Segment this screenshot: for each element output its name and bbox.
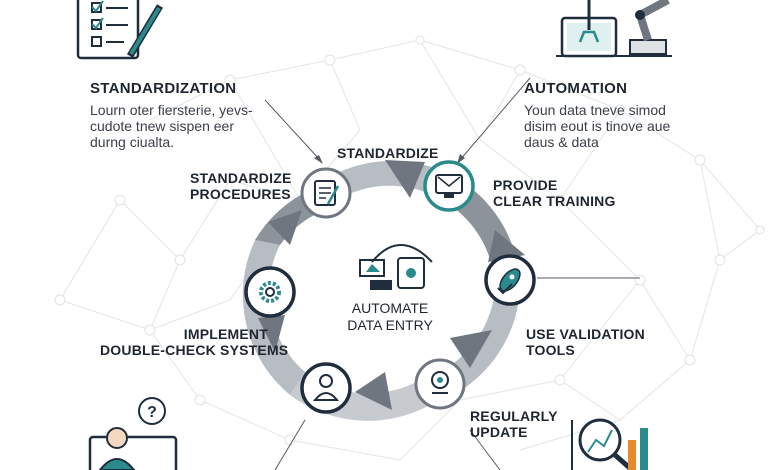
robot-arm-icon	[556, 0, 672, 58]
support-icon: ?	[88, 397, 178, 470]
step-regularly-update: REGULARLY UPDATE	[470, 408, 558, 440]
step-standardize-procedures: STANDARDIZE PROCEDURES	[190, 170, 292, 202]
connector-lines	[264, 77, 640, 470]
arrow-head-bottom	[355, 372, 392, 410]
automation-title: AUTOMATION	[524, 80, 628, 97]
node-update	[414, 358, 466, 410]
arrow-head-right	[488, 230, 525, 262]
step-standardize: STANDARDIZE	[337, 145, 439, 161]
arrow-head-top-left	[268, 210, 302, 245]
automation-description: Youn data tneve simod disim eout is tino…	[524, 102, 671, 150]
arrow-head-left	[258, 315, 285, 352]
step-validation-tools: USE VALIDATION TOOLS	[526, 326, 645, 358]
arrow-head-bottom-right	[450, 330, 492, 368]
node-people	[300, 362, 352, 414]
step-double-check: IMPLEMENT DOUBLE-CHECK SYSTEMS	[100, 326, 289, 358]
center-robot-icon	[359, 244, 433, 290]
checklist-icon	[76, 0, 164, 60]
node-validation	[484, 254, 536, 306]
center-label: AUTOMATE DATA ENTRY	[347, 300, 433, 333]
step-provide-training: PROVIDE CLEAR TRAINING	[493, 177, 616, 209]
node-training	[423, 160, 475, 212]
standardization-title: STANDARDIZATION	[90, 80, 237, 97]
standardization-description: Lourn oter fiersterie, yevs- cudote tnew…	[90, 102, 253, 150]
node-double-check	[244, 266, 296, 318]
arrow-head-top	[385, 160, 425, 198]
analysis-icon	[571, 418, 648, 470]
svg-text:?: ?	[147, 404, 157, 421]
node-procedures	[300, 167, 352, 219]
